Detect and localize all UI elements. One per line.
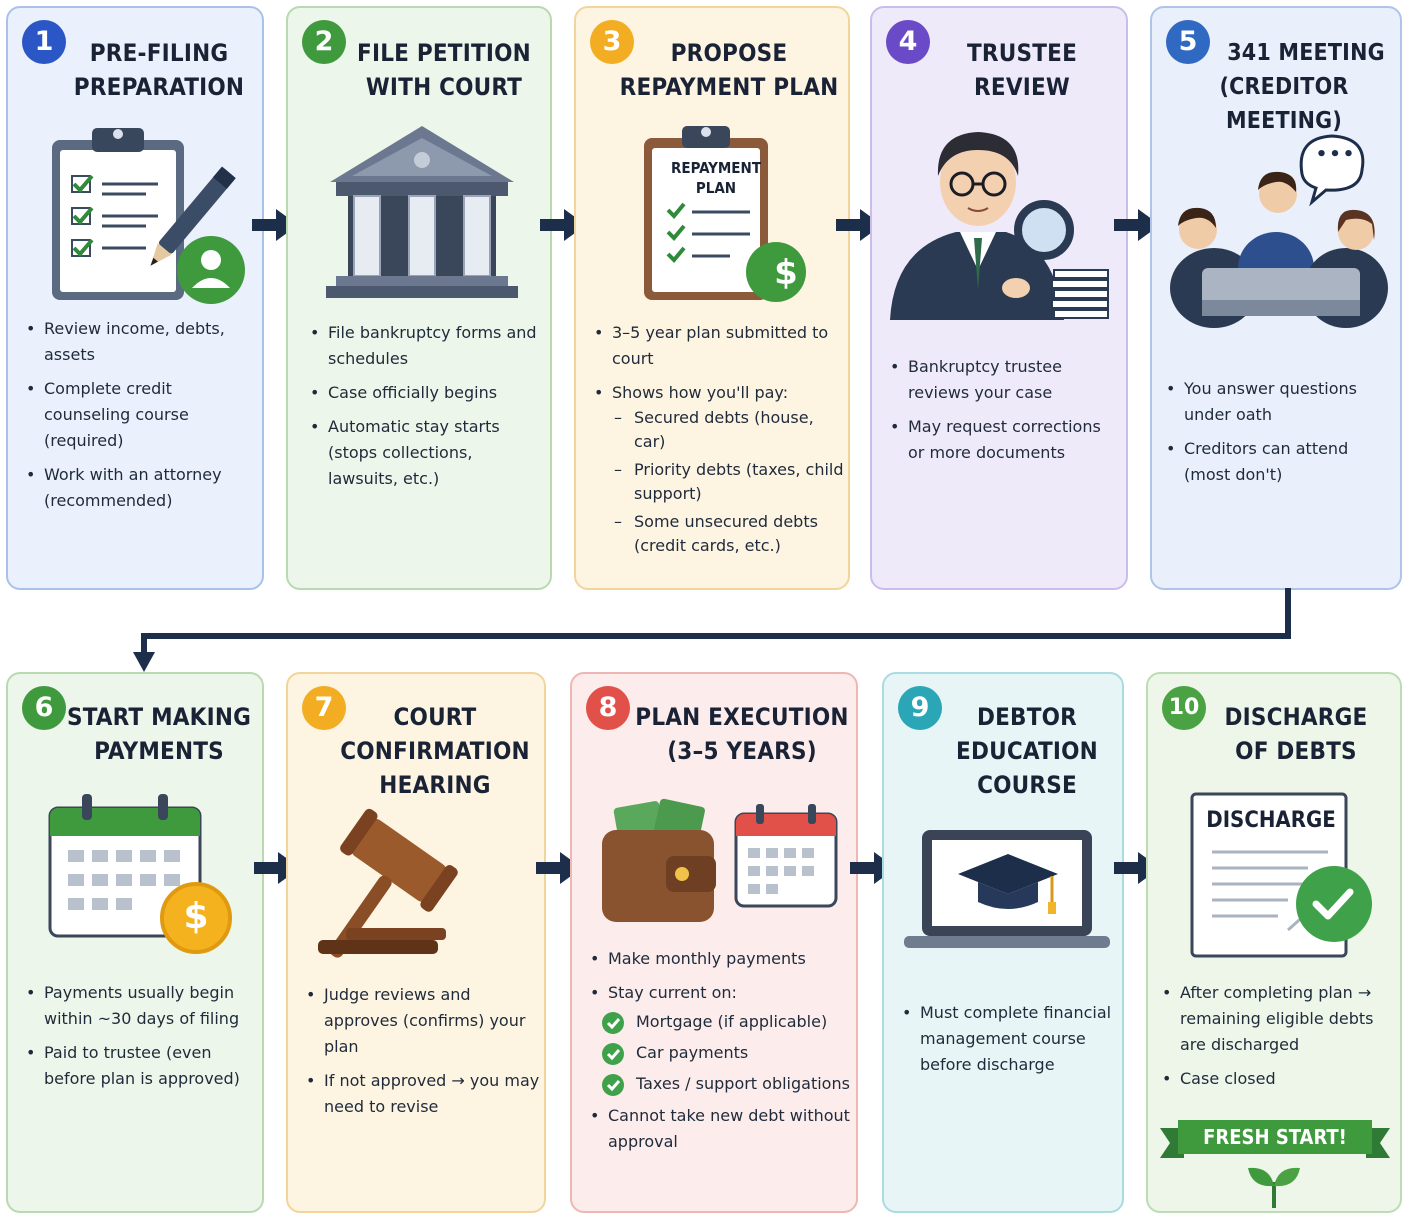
- sub-bullet-item: Priority debts (taxes, child support): [612, 458, 846, 506]
- step-bullets: Make monthly payments Stay current on: M…: [586, 946, 854, 1163]
- step-number-badge: 4: [886, 20, 930, 64]
- step-bullets: Must complete financial management cours…: [898, 1000, 1120, 1086]
- step-number-badge: 8: [586, 686, 630, 730]
- bullet-item: Automatic stay starts (stops collections…: [306, 414, 546, 492]
- sub-bullet-item: Some unsecured debts (credit cards, etc.…: [612, 510, 846, 558]
- fresh-start-text: FRESH START!: [1203, 1125, 1347, 1149]
- step-number-badge: 9: [898, 686, 942, 730]
- fresh-start-banner: [1160, 1120, 1390, 1158]
- repayment-plan-clipboard-icon: [644, 126, 806, 302]
- dollar-sign-icon: $: [183, 896, 209, 937]
- check-item: Taxes / support obligations: [602, 1072, 854, 1096]
- step-number-badge: 10: [1162, 686, 1206, 730]
- trustee-with-magnifier-icon: [890, 132, 1109, 320]
- checklist-clipboard-icon: [52, 128, 245, 304]
- speech-bubble-dots: •••: [1315, 144, 1357, 165]
- step-8-card: 8 PLAN EXECUTION(3–5 YEARS) Make monthly…: [570, 672, 858, 1213]
- discharge-document-icon: [1190, 792, 1372, 958]
- bullet-item: Must complete financial management cours…: [898, 1000, 1120, 1078]
- bullet-item: If not approved → you may need to revise: [302, 1068, 542, 1120]
- green-check-icon: [602, 1074, 624, 1096]
- step-bullets: Judge reviews and approves (confirms) yo…: [302, 982, 542, 1128]
- row-connector-arrow: [133, 588, 1291, 672]
- arrow-right-icon: [1114, 209, 1160, 245]
- step-bullets: You answer questions under oath Creditor…: [1162, 376, 1398, 496]
- step-number-badge: 1: [22, 20, 66, 64]
- bullet-item: Make monthly payments: [586, 946, 854, 972]
- bullet-item: You answer questions under oath: [1162, 376, 1398, 428]
- courthouse-icon: [326, 126, 518, 298]
- green-check-icon: [602, 1043, 624, 1065]
- step-title: 341 MEETING(CREDITOR MEETING): [1219, 40, 1385, 134]
- check-item: Car payments: [602, 1041, 854, 1065]
- step-5-card: 5 341 MEETING(CREDITOR MEETING) ••• You …: [1150, 6, 1402, 590]
- check-list: Mortgage (if applicable) Car payments Ta…: [602, 1010, 854, 1096]
- bullet-item: Stay current on: Mortgage (if applicable…: [586, 980, 854, 1096]
- step-number-badge: 2: [302, 20, 346, 64]
- laptop-graduation-cap-icon: [904, 830, 1110, 948]
- bullet-item: Complete credit counseling course (requi…: [22, 376, 258, 454]
- creditor-meeting-icon: [1170, 134, 1388, 328]
- bullet-item: Shows how you'll pay: Secured debts (hou…: [590, 380, 846, 558]
- wallet-and-calendar-icon: [602, 798, 838, 922]
- bullet-item: 3–5 year plan submitted to court: [590, 320, 846, 372]
- step-title: PLAN EXECUTION(3–5 YEARS): [635, 703, 849, 765]
- bullet-item: May request corrections or more document…: [886, 414, 1122, 466]
- sprout-icon: [1248, 1167, 1300, 1208]
- calendar-payment-icon: [48, 794, 232, 954]
- step-number-badge: 6: [22, 686, 66, 730]
- bullet-item: Case officially begins: [306, 380, 546, 406]
- bullet-item: Cannot take new debt without approval: [586, 1103, 854, 1155]
- sub-bullet-item: Secured debts (house, car): [612, 406, 846, 454]
- bullet-item: Review income, debts, assets: [22, 316, 258, 368]
- step-bullets: File bankruptcy forms and schedules Case…: [306, 320, 546, 500]
- document-title: DISCHARGE: [1206, 808, 1336, 833]
- gavel-icon: [318, 808, 458, 958]
- bullet-item: Creditors can attend (most don't): [1162, 436, 1398, 488]
- bullet-item: Bankruptcy trustee reviews your case: [886, 354, 1122, 406]
- bullet-item: File bankruptcy forms and schedules: [306, 320, 546, 372]
- step-bullets: 3–5 year plan submitted to court Shows h…: [590, 320, 846, 562]
- bullet-item: Judge reviews and approves (confirms) yo…: [302, 982, 542, 1060]
- bullet-item: After completing plan → remaining eligib…: [1158, 980, 1398, 1058]
- step-bullets: Bankruptcy trustee reviews your case May…: [886, 354, 1122, 474]
- dollar-sign-icon: $: [774, 253, 798, 293]
- step-bullets: Payments usually begin within ~30 days o…: [22, 980, 260, 1100]
- step-bullets: Review income, debts, assets Complete cr…: [22, 316, 258, 522]
- check-item: Mortgage (if applicable): [602, 1010, 854, 1034]
- bullet-item: Work with an attorney (recommended): [22, 462, 258, 514]
- step-number-badge: 7: [302, 686, 346, 730]
- bullet-item: Paid to trustee (even before plan is app…: [22, 1040, 260, 1092]
- step-number-badge: 5: [1166, 20, 1210, 64]
- sub-bullets: Secured debts (house, car) Priority debt…: [612, 406, 846, 558]
- step-number-badge: 3: [590, 20, 634, 64]
- green-check-icon: [602, 1012, 624, 1034]
- bullet-item: Case closed: [1158, 1066, 1398, 1092]
- bullet-item: Payments usually begin within ~30 days o…: [22, 980, 260, 1032]
- step-bullets: After completing plan → remaining eligib…: [1158, 980, 1398, 1100]
